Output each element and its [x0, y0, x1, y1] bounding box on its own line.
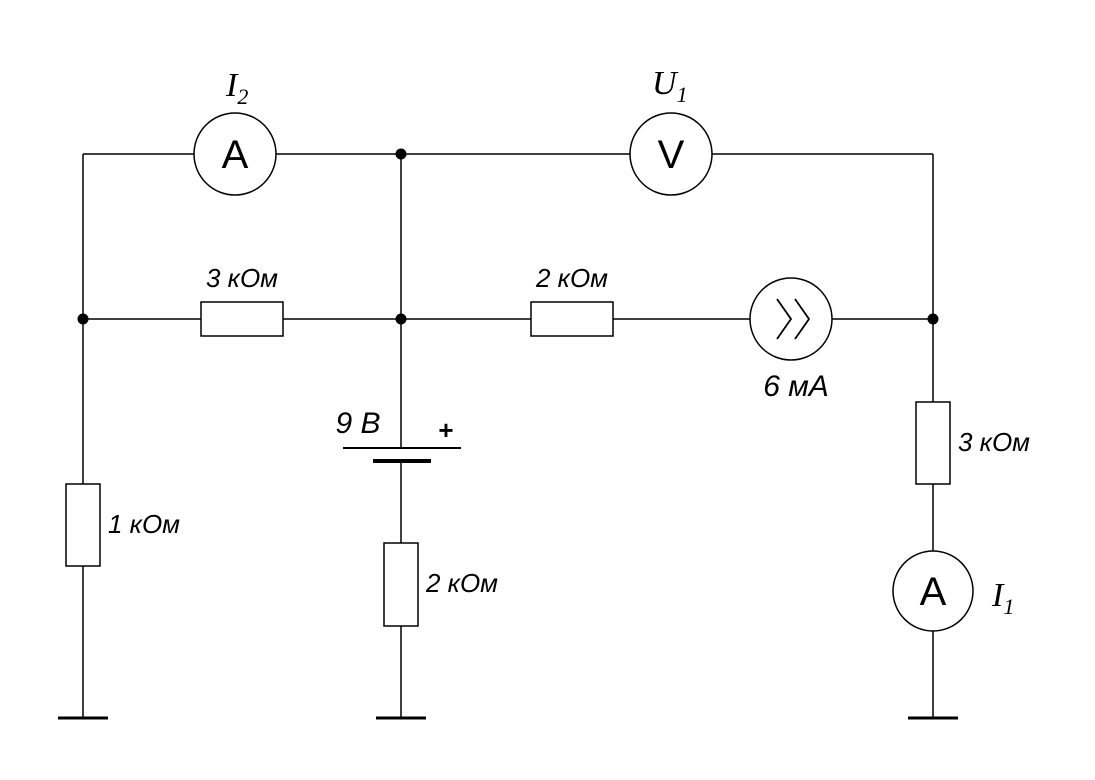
voltmeter-u1-letter: V — [658, 133, 685, 177]
resistor-left-vertical-label: 1 кОм — [108, 509, 180, 539]
resistor-right-vertical — [915, 401, 951, 485]
current-source-label: 6 мА — [763, 370, 829, 403]
junction-dot-mid-center — [395, 313, 407, 325]
resistor-right-vertical-label: 3 кОм — [958, 427, 1030, 457]
ammeter-i1: A — [892, 550, 974, 632]
voltage-source-plus-sign: + — [438, 415, 453, 445]
ammeter-i2: A — [193, 112, 277, 196]
voltage-source-label: 9 В — [335, 407, 380, 440]
resistor-left-mid-label: 3 кОм — [206, 263, 278, 293]
resistor-left-mid — [200, 301, 284, 337]
resistor-center-vertical — [383, 542, 419, 627]
voltmeter-u1-symbol: U — [652, 65, 679, 102]
current-source-arrow-icon — [776, 298, 811, 340]
voltage-source — [343, 447, 461, 463]
ammeter-i1-label: I1 — [991, 577, 1014, 619]
voltmeter-u1-subscript: 1 — [677, 82, 688, 107]
resistor-center-mid — [530, 301, 614, 337]
ammeter-i1-subscript: 1 — [1003, 594, 1014, 619]
resistor-left-vertical — [65, 483, 101, 567]
current-source — [749, 277, 833, 361]
voltmeter-u1-label: U1 — [652, 65, 688, 107]
ammeter-i1-letter: A — [920, 570, 947, 614]
voltmeter-u1: V — [629, 112, 713, 196]
voltmeter-u1-circle — [629, 112, 713, 196]
ammeter-i2-subscript: 2 — [237, 84, 248, 109]
ammeter-i2-letter: A — [222, 133, 249, 177]
ammeter-i2-symbol: I — [225, 67, 239, 104]
ammeter-i2-label: I2 — [225, 67, 248, 109]
ammeter-i1-circle — [892, 550, 974, 632]
resistor-center-mid-label: 2 кОм — [535, 263, 608, 293]
junction-dot-top-center — [395, 148, 407, 160]
ammeter-i1-symbol: I — [991, 577, 1005, 614]
ammeter-i2-circle — [193, 112, 277, 196]
junction-dot-mid-left — [77, 313, 89, 325]
resistor-center-vertical-label: 2 кОм — [425, 568, 498, 598]
junction-dot-mid-right — [927, 313, 939, 325]
